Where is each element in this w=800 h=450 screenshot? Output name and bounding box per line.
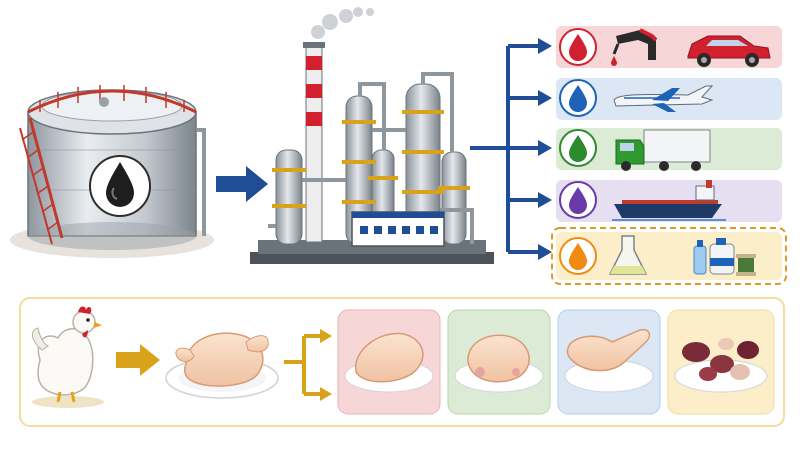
oil-refinery-icon [250,7,494,264]
flow-arrow-tank-to-refinery [216,166,268,202]
cut-panel-giblets [667,309,775,415]
product-panel-petrochemicals [551,227,787,285]
chicken-breast-icon [354,332,424,383]
product-panel-gasoline [556,26,782,68]
ship-icon [612,180,726,221]
truck-icon [615,129,711,171]
chicken-giblets-icon [682,338,759,381]
whole-chicken-icon [165,332,279,399]
car-icon [687,35,771,67]
airplane-icon [613,85,714,112]
cut-panel-breast [337,309,441,415]
chemicals-icon [608,235,756,276]
chicken-thigh-icon [467,334,530,383]
product-panel-diesel [556,128,782,171]
chicken-icon [32,306,104,408]
chicken-branch-arrowheads [320,329,332,401]
cut-panel-thigh [447,309,551,415]
product-panel-fuel-oil [556,180,782,222]
refinery-product-branches [470,44,540,254]
branch-arrowheads [538,38,552,260]
gasoline-pump-icon [611,28,658,66]
product-panel-aviation [556,78,782,120]
cut-panel-wing [557,309,661,415]
oil-storage-tank-icon [10,85,214,258]
flow-arrow-chicken-to-whole [116,344,160,376]
chicken-cut-branches [284,334,322,396]
chicken-wing-icon [566,328,651,372]
